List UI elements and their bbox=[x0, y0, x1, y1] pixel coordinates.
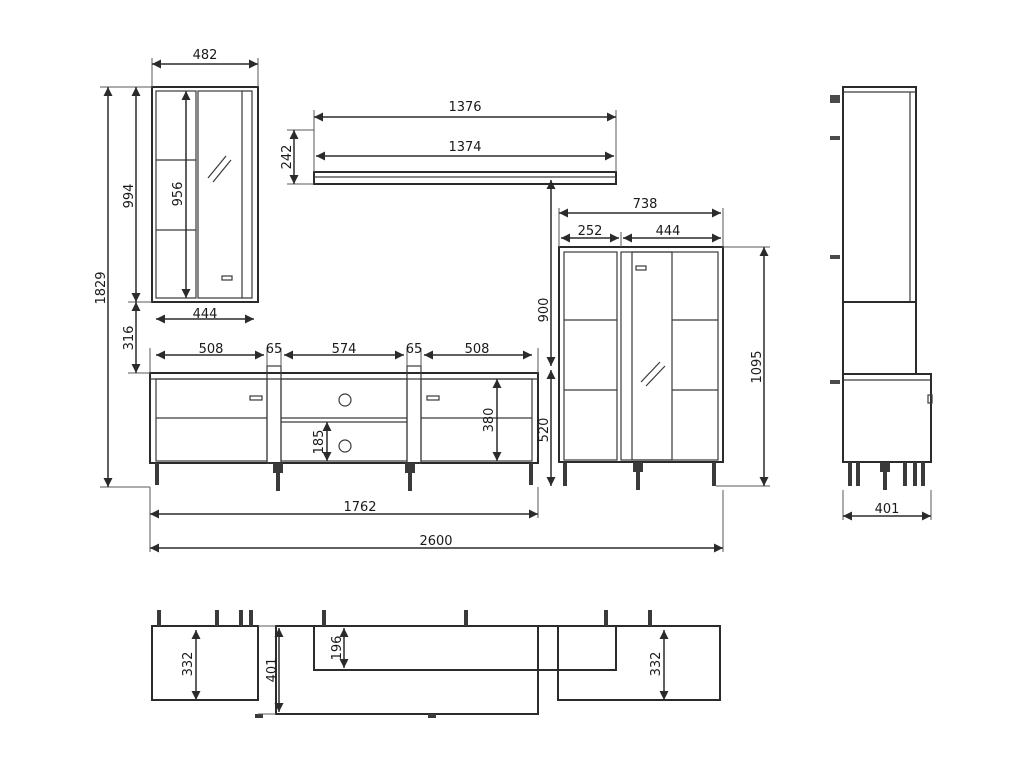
dim-tall-cabinet-width-top: 482 bbox=[193, 48, 218, 63]
right-cabinet bbox=[558, 246, 724, 490]
dim-right-cabinet-right-width: 444 bbox=[656, 224, 681, 239]
dim-tv-stand-drawer-height: 380 bbox=[482, 408, 497, 433]
dim-shelf-outer-width: 1376 bbox=[448, 100, 481, 115]
dim-right-cabinet-left-width: 252 bbox=[578, 224, 603, 239]
dim-tv-stand-g1: 65 bbox=[266, 342, 283, 357]
dim-right-cabinet-total-width: 738 bbox=[633, 197, 658, 212]
dim-total-height: 1829 bbox=[94, 271, 109, 304]
dim-tv-stand-niche-height: 185 bbox=[312, 430, 327, 455]
dim-overall-width: 2600 bbox=[419, 534, 452, 549]
dim-tall-cabinet-height: 994 bbox=[122, 184, 137, 209]
dim-right-cabinet-height: 1095 bbox=[750, 350, 765, 383]
dim-tv-stand-total-width: 1762 bbox=[343, 500, 376, 515]
dim-top-right-depth: 332 bbox=[649, 652, 664, 677]
dim-tv-stand-w2: 574 bbox=[332, 342, 357, 357]
dim-tall-cabinet-inner-height: 956 bbox=[171, 182, 186, 207]
dim-tv-stand-w1: 508 bbox=[199, 342, 224, 357]
dim-right-cabinet-stand-height: 520 bbox=[537, 418, 552, 443]
dim-shelf-height: 242 bbox=[280, 145, 295, 170]
dim-gap-height: 316 bbox=[122, 326, 137, 351]
wall-shelf bbox=[313, 171, 617, 185]
dim-top-stand-depth: 401 bbox=[265, 658, 280, 683]
side-view: 401 bbox=[830, 86, 933, 521]
tv-stand bbox=[149, 365, 539, 491]
dim-shelf-inner-width: 1374 bbox=[448, 140, 481, 155]
front-view: 482 444 994 956 1829 316 1376 1374 242 bbox=[94, 48, 770, 553]
dim-tv-stand-g2: 65 bbox=[406, 342, 423, 357]
dim-right-cabinet-hang-height: 900 bbox=[537, 298, 552, 323]
dim-tv-stand-w3: 508 bbox=[465, 342, 490, 357]
dim-top-left-depth: 332 bbox=[181, 652, 196, 677]
dim-side-depth: 401 bbox=[875, 502, 900, 517]
dim-top-shelf-depth: 196 bbox=[330, 636, 345, 661]
tall-wall-cabinet bbox=[151, 86, 259, 303]
dim-tall-cabinet-width-bottom: 444 bbox=[193, 307, 218, 322]
top-view: 332 401 196 332 bbox=[151, 610, 721, 718]
